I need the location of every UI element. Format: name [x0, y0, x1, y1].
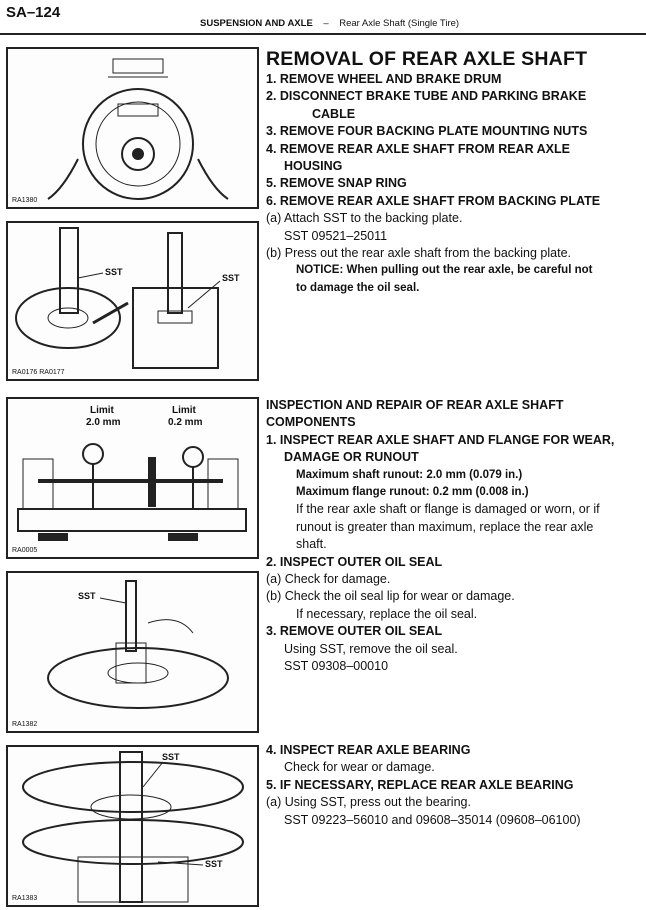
sst-number: SST 09521–25011: [284, 228, 388, 243]
sst-label: SST: [205, 859, 223, 869]
limit-label: Limit: [90, 405, 114, 416]
section-heading: REMOVAL OF REAR AXLE SHAFT: [266, 48, 588, 70]
step: 1. INSPECT REAR AXLE SHAFT AND FLANGE FO…: [266, 432, 615, 447]
step-continued: HOUSING: [284, 159, 343, 174]
step: 6. REMOVE REAR AXLE SHAFT FROM BACKING P…: [266, 193, 601, 208]
section-heading: INSPECTION AND REPAIR OF REAR AXLE SHAFT: [266, 398, 564, 412]
paragraph: If the rear axle shaft or flange is dama…: [296, 502, 600, 517]
paragraph: runout is greater than maximum, replace …: [296, 519, 594, 534]
sst-label: SST: [78, 591, 96, 601]
notice: NOTICE: When pulling out the rear axle, …: [296, 264, 593, 277]
step-continued: CABLE: [312, 106, 356, 121]
brake-assembly-illustration: [47, 58, 229, 200]
step-continued: DAMAGE OR RUNOUT: [284, 450, 419, 465]
figure-caption: RA0005: [12, 547, 38, 554]
header-rule: [0, 33, 646, 35]
figure-caption: RA0176 RA0177: [12, 369, 65, 376]
step: 4. REMOVE REAR AXLE SHAFT FROM REAR AXLE: [266, 141, 570, 156]
figure-remove-shaft: SST SST RA0176 RA0177: [6, 221, 259, 381]
sst-label: SST: [105, 267, 123, 277]
figure-caption: RA1383: [12, 895, 38, 902]
inspection-section: INSPECTION AND REPAIR OF REAR AXLE SHAFT…: [266, 397, 644, 676]
sst-label: SST: [162, 752, 180, 762]
step: 5. REMOVE SNAP RING: [266, 176, 407, 191]
figure-runout-check: Limit 2.0 mm Limit 0.2 mm RA0005: [6, 397, 259, 559]
runout-gauge-illustration: [17, 443, 247, 541]
spec: Maximum flange runout: 0.2 mm (0.008 in.…: [296, 486, 529, 499]
subsection-title: Rear Axle Shaft (Single Tire): [339, 18, 460, 29]
header-separator: –: [323, 18, 329, 29]
notice: to damage the oil seal.: [296, 281, 420, 294]
step: 5. IF NECESSARY, REPLACE REAR AXLE BEARI…: [266, 777, 574, 792]
substep: (b) Check the oil seal lip for wear or d…: [266, 589, 515, 604]
substep: Using SST, remove the oil seal.: [284, 641, 458, 656]
bearing-section: 4. INSPECT REAR AXLE BEARING Check for w…: [266, 742, 644, 829]
sst-number: SST 09223–56010 and 09608–35014 (09608–0…: [284, 812, 581, 827]
step: 2. DISCONNECT BRAKE TUBE AND PARKING BRA…: [266, 89, 587, 104]
removal-section: REMOVAL OF REAR AXLE SHAFT 1. REMOVE WHE…: [266, 47, 644, 297]
spec: Maximum shaft runout: 2.0 mm (0.079 in.): [296, 468, 523, 481]
limit-value: 2.0 mm: [86, 417, 121, 428]
substep: (a) Using SST, press out the bearing.: [266, 795, 471, 810]
step: 3. REMOVE FOUR BACKING PLATE MOUNTING NU…: [266, 124, 588, 139]
figure-remove-wheel: RA1380: [6, 47, 259, 209]
step: 3. REMOVE OUTER OIL SEAL: [266, 624, 443, 639]
running-header: SUSPENSION AND AXLE – Rear Axle Shaft (S…: [200, 18, 459, 29]
step: 4. INSPECT REAR AXLE BEARING: [266, 743, 471, 757]
substep: (a) Check for damage.: [266, 572, 391, 587]
page-number: SA–124: [6, 4, 61, 21]
figure-bearing: SST SST RA1383: [6, 745, 259, 907]
axle-press-illustration: [15, 227, 221, 369]
paragraph: shaft.: [296, 537, 327, 552]
figure-oil-seal: SST RA1382: [6, 571, 259, 733]
substep: Check for wear or damage.: [284, 760, 435, 775]
substep-note: If necessary, replace the oil seal.: [296, 606, 478, 621]
limit-label: Limit: [172, 405, 196, 416]
figure-caption: RA1382: [12, 721, 38, 728]
step: 1. REMOVE WHEEL AND BRAKE DRUM: [266, 72, 502, 86]
substep: (a) Attach SST to the backing plate.: [266, 211, 463, 226]
section-heading: COMPONENTS: [266, 415, 356, 430]
sst-label: SST: [222, 273, 240, 283]
limit-value: 0.2 mm: [168, 417, 203, 428]
substep: (b) Press out the rear axle shaft from t…: [266, 246, 572, 261]
step: 2. INSPECT OUTER OIL SEAL: [266, 554, 443, 569]
oil-seal-removal-illustration: [47, 580, 229, 709]
section-title: SUSPENSION AND AXLE: [200, 18, 313, 29]
bearing-press-illustration: [22, 751, 244, 903]
sst-number: SST 09308–00010: [284, 659, 389, 674]
figure-caption: RA1380: [12, 197, 38, 204]
